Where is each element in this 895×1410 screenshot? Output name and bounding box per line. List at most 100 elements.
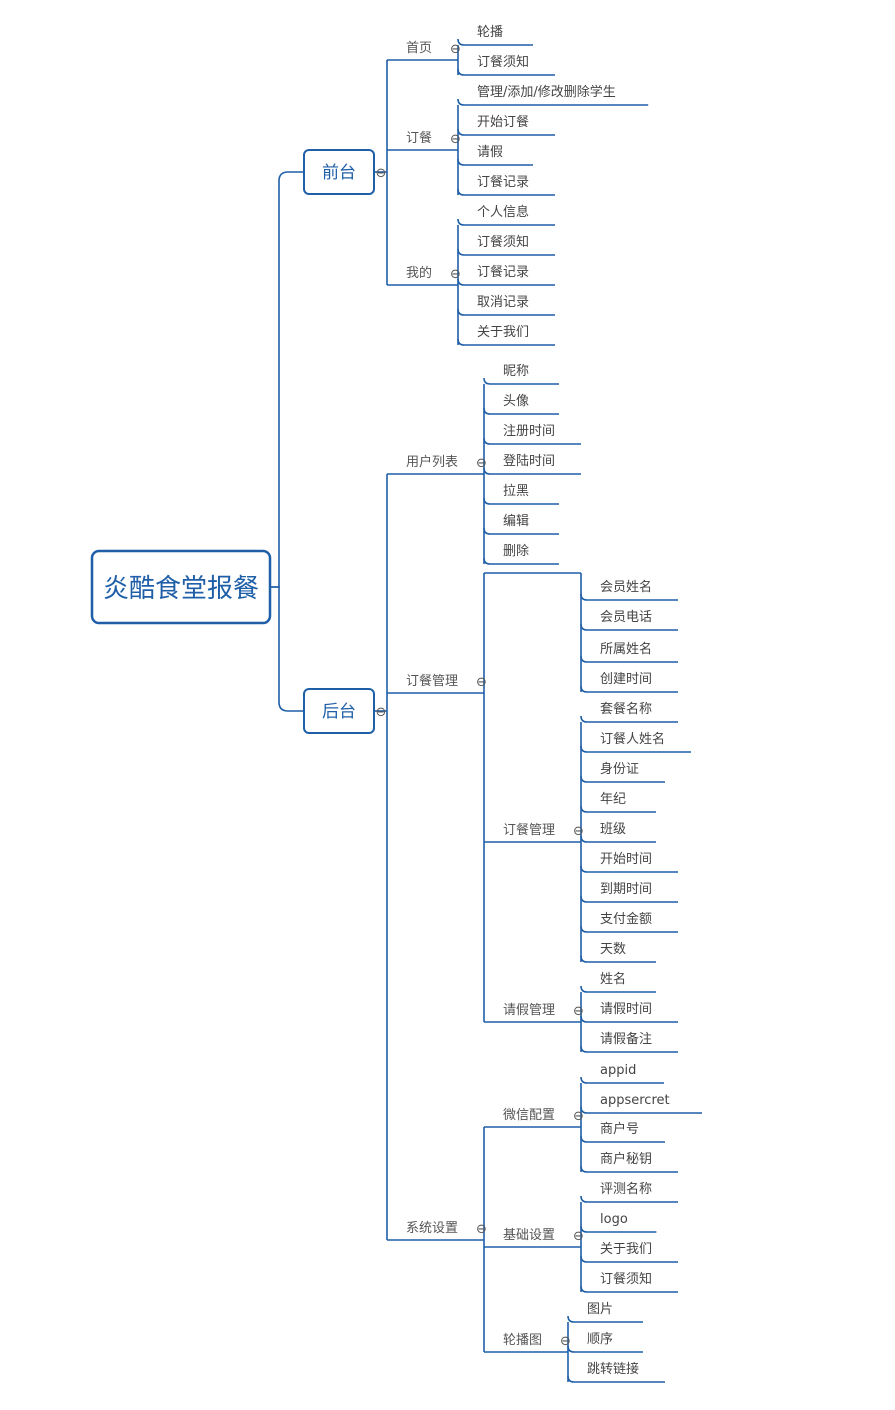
leaf-connector-line [580,1045,678,1053]
leaf-node-label[interactable]: 管理/添加/修改删除学生 [477,84,616,100]
leaf-node-label[interactable]: 班级 [600,822,626,837]
leaf-node-label[interactable]: 年纪 [600,792,626,807]
collapse-icon[interactable]: ⊖ [450,267,461,282]
leaf-node-label[interactable]: appsercret [600,1093,670,1108]
leaf-node-label[interactable]: 姓名 [600,971,626,987]
leaf-node-label[interactable]: 订餐人姓名 [600,731,665,747]
leaf-node-label[interactable]: 身份证 [600,761,639,777]
leaf-node-label[interactable]: 天数 [600,942,626,957]
subgroup-label[interactable]: 微信配置 [503,1108,555,1123]
collapse-icon[interactable]: ⊖ [450,132,461,147]
collapse-icon[interactable]: ⊖ [476,456,487,471]
leaf-node-label[interactable]: 请假 [477,145,503,160]
leaf-connector-line [580,835,656,843]
leaf-node-label[interactable]: 支付金额 [600,911,652,927]
leaf-connector-line [580,623,678,631]
leaf-node-label[interactable]: 请假备注 [600,1031,652,1047]
leaf-node-label[interactable]: 拉黑 [503,484,529,499]
leaf-node-label[interactable]: 图片 [587,1302,613,1317]
collapse-icon[interactable]: ⊖ [476,675,487,690]
leaf-connector-line [580,865,678,873]
leaf-node-label[interactable]: logo [600,1212,628,1227]
subnode-system-settings-label[interactable]: 系统设置 [406,1221,458,1236]
leaf-node-label[interactable]: 删除 [503,544,529,559]
leaf-node-label[interactable]: 订餐须知 [600,1271,652,1287]
subnode-order-mgmt-label[interactable]: 订餐管理 [406,673,458,689]
connector-lines [270,38,702,1383]
leaf-connector-line [457,38,533,46]
subgroup-label[interactable]: 基础设置 [503,1228,555,1243]
leaf-node-label[interactable]: 评测名称 [600,1181,652,1197]
leaf-connector-line [457,218,555,226]
branch-node-box-frontend[interactable] [303,149,375,195]
leaf-node-label[interactable]: 订餐记录 [477,264,529,280]
leaf-node-label[interactable]: 所属姓名 [600,641,652,657]
leaf-node-label[interactable]: 会员姓名 [600,579,652,595]
leaf-connector-line [457,308,555,316]
collapse-icon[interactable]: ⊖ [376,166,387,181]
leaf-node-label[interactable]: 会员电话 [600,610,652,625]
leaf-connector-line [580,1106,702,1114]
subnode-mine-label[interactable]: 我的 [406,265,432,281]
subgroup-label[interactable]: 订餐管理 [503,822,555,838]
leaf-connector-line [567,1345,643,1353]
leaf-node-label[interactable]: 订餐须知 [477,54,529,70]
leaf-node-label[interactable]: 商户号 [600,1121,639,1137]
leaf-node-label[interactable]: 关于我们 [600,1242,652,1257]
leaf-connector-line [457,158,533,166]
collapse-icon[interactable]: ⊖ [573,1109,584,1124]
leaf-connector-line [580,805,656,813]
root-to-frontend-line [270,171,304,588]
leaf-node-label[interactable]: 商户秘钥 [600,1151,652,1167]
leaf-connector-line [580,1225,657,1233]
subnode-order-label[interactable]: 订餐 [406,130,432,146]
leaf-connector-line [457,248,555,256]
collapse-icon[interactable]: ⊖ [573,824,584,839]
leaf-node-label[interactable]: 编辑 [503,514,529,529]
root-to-backend-line [270,586,304,712]
leaf-connector-line [567,1375,665,1383]
leaf-connector-line [580,985,656,993]
collapse-icon[interactable]: ⊖ [376,705,387,720]
leaf-node-label[interactable]: 开始订餐 [477,114,529,130]
leaf-node-label[interactable]: 开始时间 [600,852,652,867]
branch-node-label-backend: 后台 [322,702,356,722]
subnode-user-list-label[interactable]: 用户列表 [406,454,458,470]
leaf-node-label[interactable]: 顺序 [587,1332,613,1347]
leaf-node-label[interactable]: 轮播 [477,25,503,40]
leaf-connector-line [483,377,559,385]
leaf-node-label[interactable]: 跳转链接 [587,1361,639,1377]
collapse-icon[interactable]: ⊖ [450,42,461,57]
leaf-node-label[interactable]: 到期时间 [600,882,652,897]
leaf-node-label[interactable]: 订餐须知 [477,234,529,250]
leaf-node-label[interactable]: 取消记录 [477,295,529,310]
leaf-connector-line [457,98,649,106]
leaf-node-label[interactable]: 登陆时间 [503,453,555,469]
leaf-node-label[interactable]: 订餐记录 [477,174,529,190]
leaf-connector-line [580,593,678,601]
leaf-connector-line [483,557,559,565]
leaf-connector-line [580,1165,678,1173]
leaf-node-label[interactable]: 个人信息 [477,204,529,220]
collapse-icon[interactable]: ⊖ [573,1004,584,1019]
root-node-box[interactable] [90,549,272,625]
leaf-node-label[interactable]: 套餐名称 [600,701,652,717]
leaf-node-label[interactable]: 头像 [503,394,529,409]
subnode-home-label[interactable]: 首页 [406,41,432,56]
subgroup-label[interactable]: 请假管理 [503,1003,555,1018]
nodes-layer: 炎酷食堂报餐 前台 后台 ⊖ ⊖ 首页⊖轮播订餐须知订餐⊖管理/添加/修改删除学… [90,25,670,1377]
leaf-connector-line [580,1076,664,1084]
collapse-icon[interactable]: ⊖ [573,1229,584,1244]
leaf-node-label[interactable]: 昵称 [503,364,529,379]
leaf-node-label[interactable]: 创建时间 [600,672,652,687]
leaf-node-label[interactable]: appid [600,1063,636,1078]
collapse-icon[interactable]: ⊖ [560,1334,571,1349]
branch-node-box-backend[interactable] [303,688,375,734]
leaf-node-label[interactable]: 注册时间 [503,424,555,439]
leaf-connector-line [457,188,555,196]
leaf-node-label[interactable]: 关于我们 [477,325,529,340]
subgroup-label[interactable]: 轮播图 [503,1333,542,1348]
collapse-icon[interactable]: ⊖ [476,1222,487,1237]
leaf-node-label[interactable]: 请假时间 [600,1002,652,1017]
